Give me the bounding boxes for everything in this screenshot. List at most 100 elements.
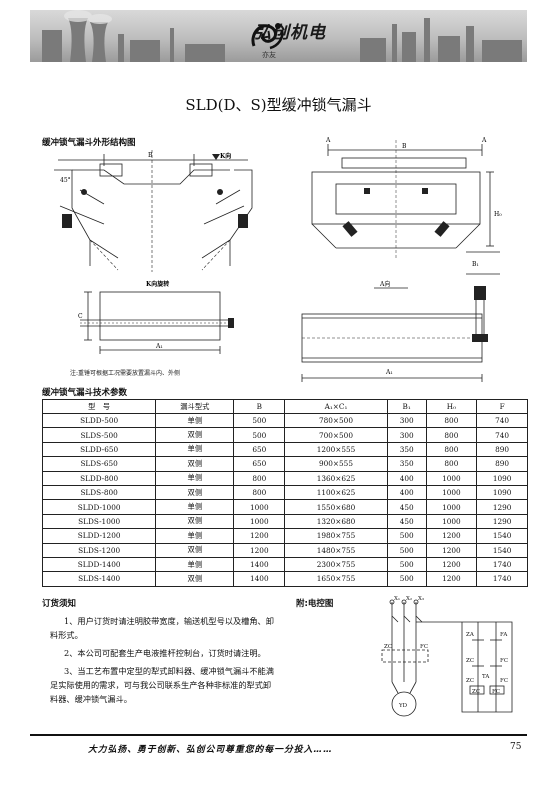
stop-ta-label: TA: [482, 674, 490, 680]
contactor-fc-label: FC: [420, 644, 428, 650]
table-cell: 1000: [233, 513, 286, 530]
table-cell: 1200: [425, 528, 478, 544]
table-cell: 1090: [476, 484, 528, 501]
table-cell: 500: [386, 556, 427, 573]
table-cell: SLDS-500: [41, 427, 157, 443]
table-cell: 740: [476, 427, 528, 443]
table-cell: 1320×680: [284, 513, 388, 530]
table-cell: 400: [386, 470, 427, 486]
table-cell: SLDS-1200: [41, 542, 157, 558]
table-cell: 1740: [476, 571, 528, 587]
col-header-h0: H₀: [425, 399, 478, 414]
table-cell: 400: [386, 484, 427, 501]
table-cell: 1200: [425, 556, 478, 573]
control-diagram-title: 附:电控图: [296, 599, 334, 609]
table-cell: 500: [386, 542, 427, 558]
table-cell: 1740: [476, 556, 528, 573]
table-cell: 1650×755: [284, 571, 388, 587]
table-cell: 1200: [233, 542, 286, 558]
table-cell: 500: [233, 427, 286, 443]
interlock-fc-label: FC: [500, 678, 508, 684]
dim-h0-label: H₀: [494, 211, 502, 218]
table-cell: 780×500: [284, 412, 388, 429]
table-cell: 890: [476, 441, 528, 458]
table-cell: SLDD-1000: [41, 499, 157, 515]
table-cell: 单侧: [155, 441, 235, 458]
table-cell: 双侧: [155, 427, 235, 443]
table-cell: 1200: [425, 571, 478, 587]
table-cell: 350: [386, 456, 427, 472]
col-header-model: 型 号: [41, 399, 157, 414]
front-section-drawing: B 45° K向: [54, 150, 253, 272]
spec-section-title: 缓冲锁气漏斗技术参数: [42, 388, 128, 398]
table-cell: 1980×755: [284, 528, 388, 544]
footer-divider: [30, 734, 527, 736]
spec-table-header-row: 型 号 漏斗型式 B A₁×C₁ B₁ H₀ F: [41, 399, 528, 414]
aux-fc-label: FC: [500, 658, 508, 664]
dim-a1-label: A₁: [155, 343, 163, 350]
table-cell: SLDS-1000: [41, 513, 157, 530]
coil-fc-label: FC: [492, 689, 500, 695]
table-cell: 300: [386, 427, 427, 443]
table-cell: 890: [476, 456, 528, 472]
table-cell: SLDS-650: [41, 456, 157, 472]
page-number: 75: [510, 742, 522, 752]
table-cell: 1360×625: [284, 470, 388, 486]
table-cell: 800: [425, 412, 478, 429]
table-cell: 单侧: [155, 412, 235, 429]
switch-x3-label: X₃: [418, 596, 424, 602]
switch-x2-label: X₂: [406, 596, 412, 602]
button-fa-label: FA: [500, 632, 508, 638]
motor-label: YD: [398, 703, 408, 709]
table-cell: SLDS-800: [41, 484, 157, 501]
table-cell: 单侧: [155, 470, 235, 486]
button-za-label: ZA: [466, 632, 475, 638]
table-cell: 1000: [425, 499, 478, 515]
a-direction-drawing: A向 A₁: [301, 280, 488, 382]
k-view-label: K向: [220, 152, 231, 160]
table-cell: 1400: [233, 571, 286, 587]
table-cell: 单侧: [155, 528, 235, 544]
table-cell: SLDD-1400: [41, 556, 157, 573]
table-cell: 单侧: [155, 556, 235, 573]
table-cell: 1400: [233, 556, 286, 573]
footer-slogan: 大力弘扬、勇于创新、弘创公司尊重您的每一分投入……: [88, 745, 333, 755]
table-cell: 1200: [425, 542, 478, 558]
table-cell: 双侧: [155, 513, 235, 530]
table-cell: 1540: [476, 542, 528, 558]
table-cell: 双侧: [155, 571, 235, 587]
table-cell: 800: [425, 456, 478, 472]
k-view-drawing: K向旋转 C A₁: [78, 280, 234, 354]
dim-c-label: C: [78, 313, 83, 320]
logo-subtext: 亦友: [262, 51, 276, 59]
table-cell: 2300×755: [284, 556, 388, 573]
note-item: 1、用户订货时请注明胶带宽度，输送机型号以及槽角、卸料形式。: [50, 616, 274, 640]
note-item: 3、当工艺布置中定型的犁式卸料器、缓冲锁气漏斗不能满足实际使用的需求，可与我公司…: [50, 666, 274, 704]
figure-note: 注:重锤可根据工况需要放置漏斗内、外侧: [70, 370, 181, 377]
control-wiring-diagram: X₁ X₂ X₃ ZC FC ZA FA ZC FC TA ZC FC ZC F…: [381, 596, 513, 717]
table-cell: 1480×755: [284, 542, 388, 558]
table-cell: 双侧: [155, 456, 235, 472]
note-item: 2、本公司可配套生产电液推杆控制台，订货时请注明。: [64, 648, 266, 658]
table-cell: SLDD-1200: [41, 528, 157, 544]
table-cell: 1540: [476, 528, 528, 544]
logo-icon: [251, 23, 284, 50]
table-cell: 单侧: [155, 499, 235, 515]
col-header-b1: B₁: [386, 399, 427, 414]
notes-body: 1、用户订货时请注明胶带宽度，输送机型号以及槽角、卸料形式。 2、本公司可配套生…: [50, 614, 276, 710]
col-header-type: 漏斗型式: [155, 399, 235, 414]
dim-b-label-side: B: [402, 143, 407, 150]
table-cell: 500: [386, 571, 427, 587]
table-cell: 双侧: [155, 542, 235, 558]
table-cell: 800: [233, 484, 286, 501]
switch-x1-label: X₁: [394, 596, 400, 602]
page-title: SLD(D、S)型缓冲锁气漏斗: [185, 96, 372, 114]
table-cell: SLDD-500: [41, 412, 157, 429]
table-cell: 1290: [476, 513, 528, 530]
interlock-zc-label: ZC: [466, 678, 474, 684]
dim-a1-bottom-label: A₁: [385, 369, 393, 376]
